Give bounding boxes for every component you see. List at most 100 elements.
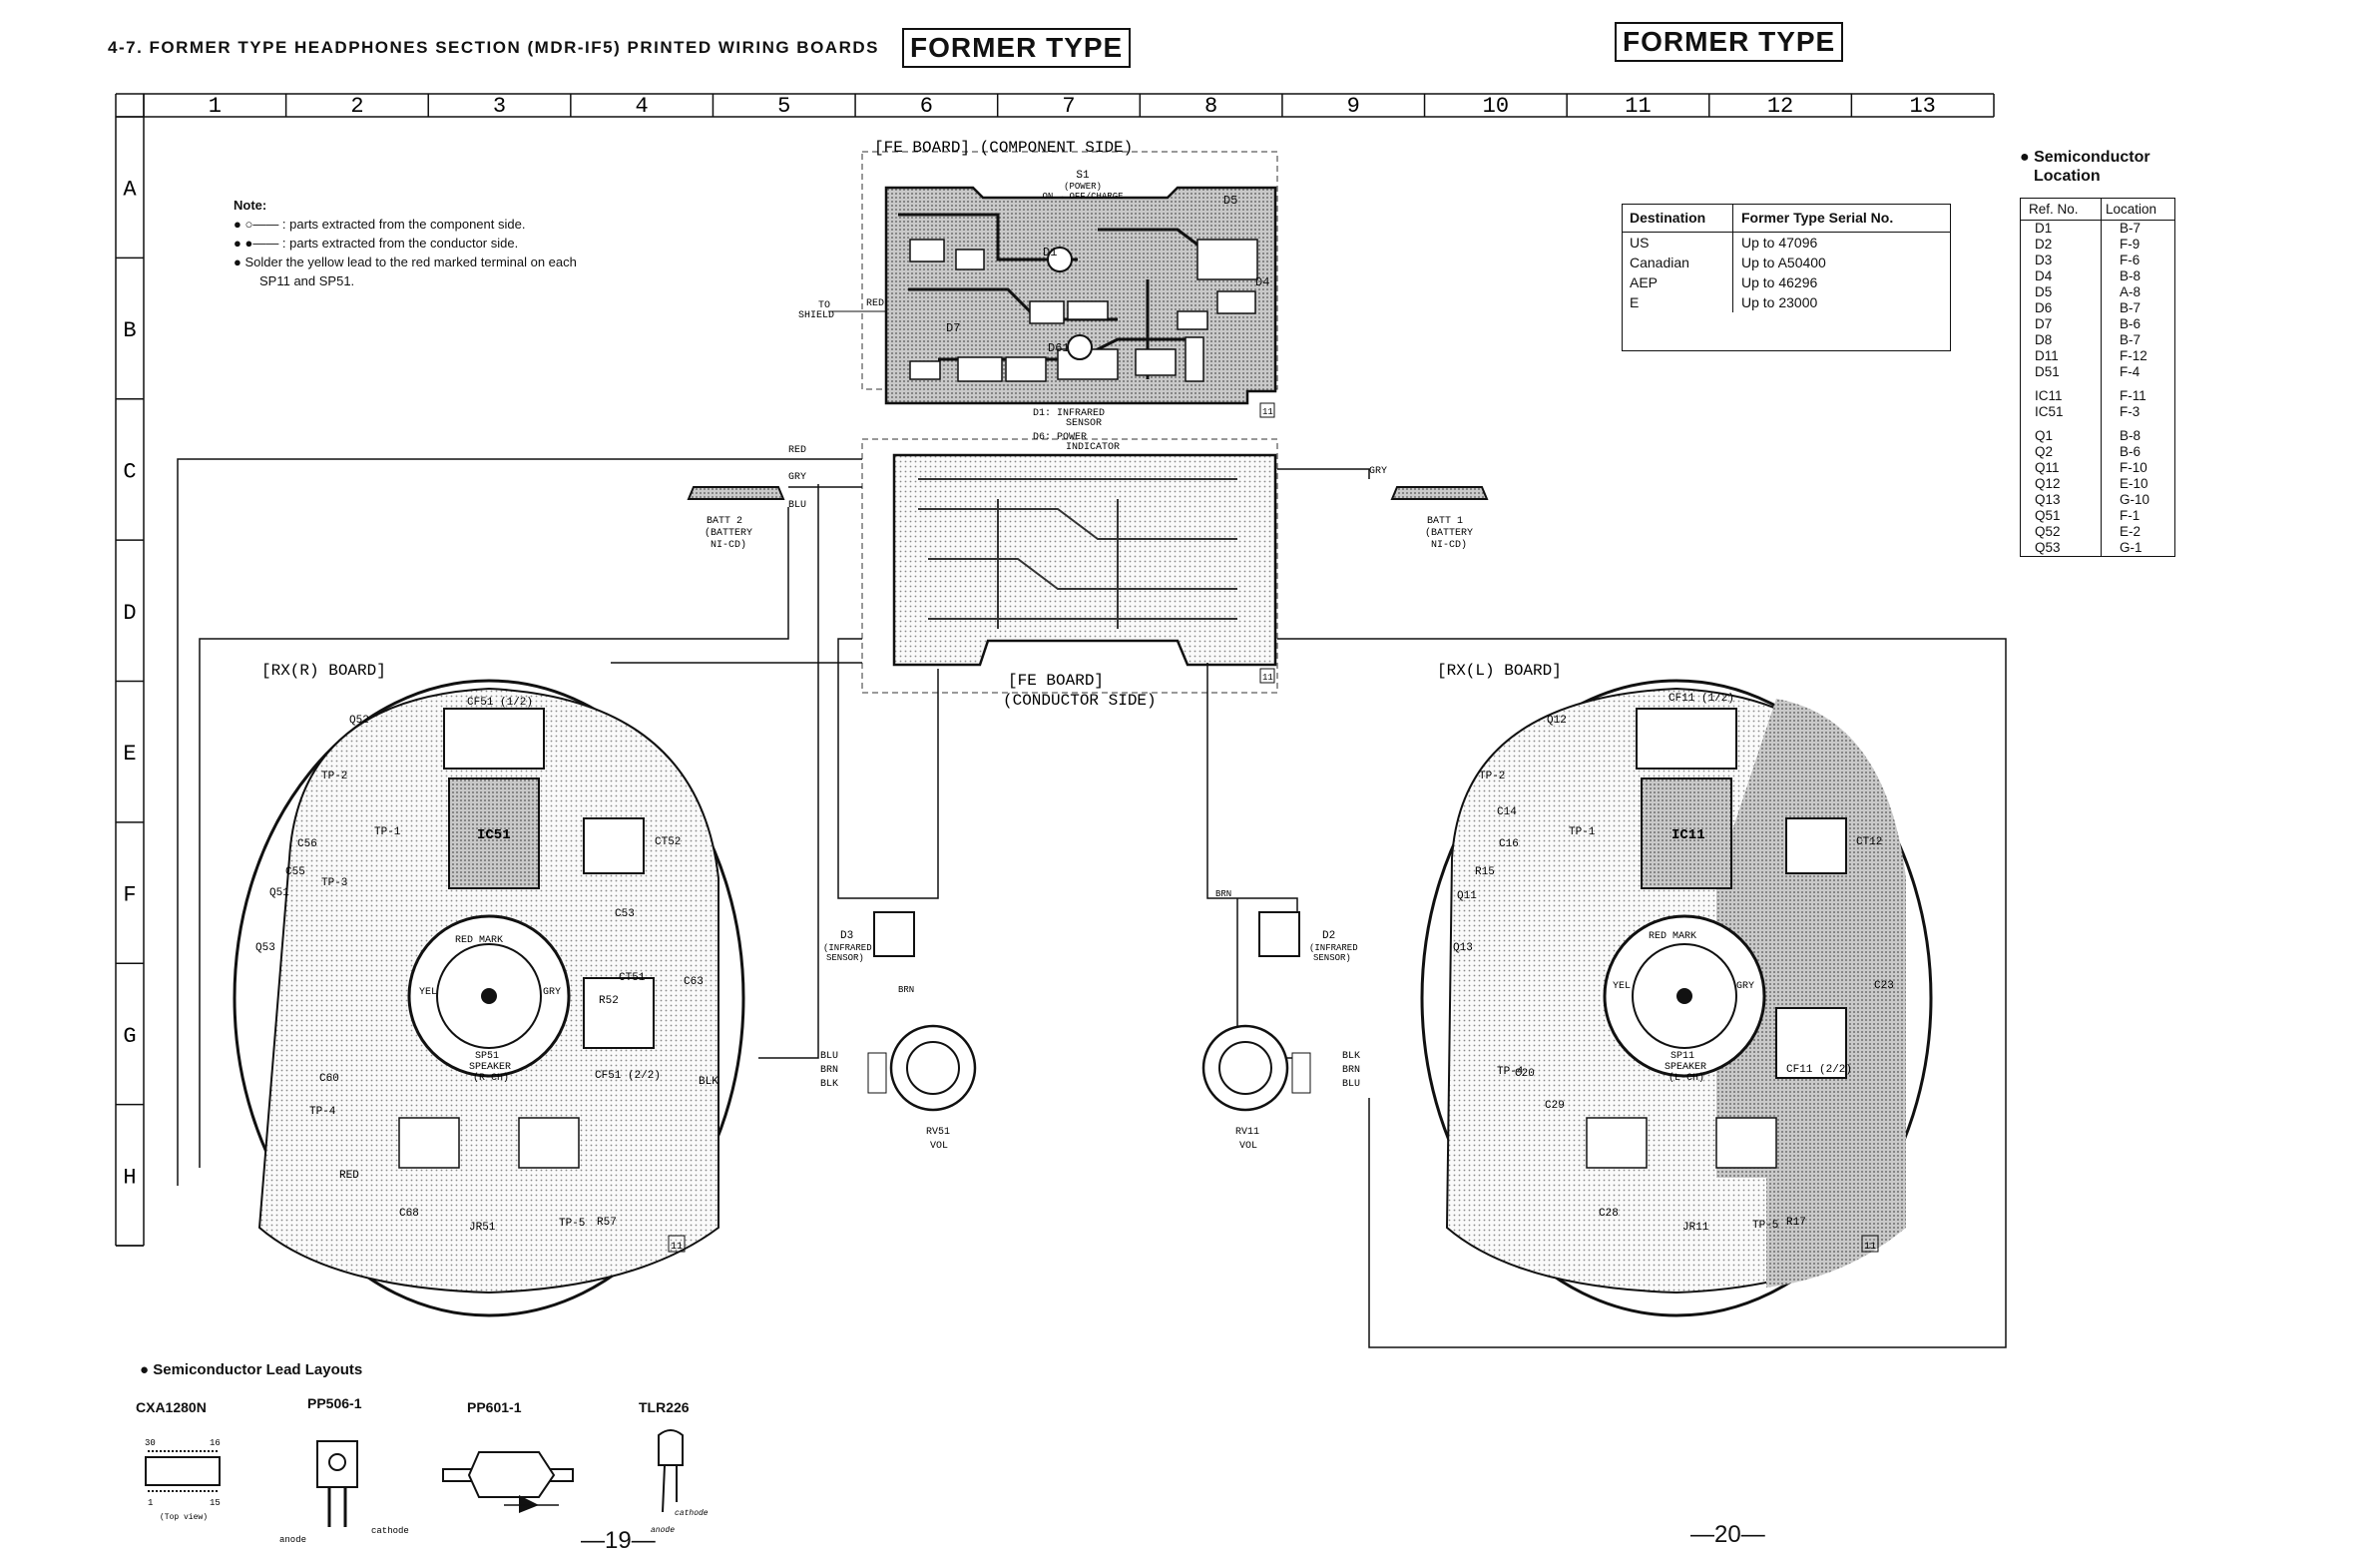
svg-text:CT51: CT51 bbox=[619, 972, 646, 984]
svg-text:TP-3: TP-3 bbox=[321, 877, 347, 889]
svg-text:(Top view): (Top view) bbox=[160, 1513, 208, 1522]
svg-text:YEL: YEL bbox=[1613, 981, 1631, 992]
svg-text:RV51: RV51 bbox=[926, 1127, 950, 1138]
grid-row-label: D bbox=[123, 601, 136, 626]
svg-text:BRN: BRN bbox=[1342, 1065, 1360, 1076]
svg-text:BRN: BRN bbox=[820, 1065, 838, 1076]
note-line-2: ●—— : parts extracted from the conductor… bbox=[244, 236, 519, 251]
svg-text:IC51: IC51 bbox=[477, 827, 511, 843]
label-d4: D4 bbox=[1255, 275, 1269, 289]
svg-text:C63: C63 bbox=[684, 976, 704, 988]
svg-text:15: 15 bbox=[210, 1498, 221, 1508]
svg-text:anode: anode bbox=[279, 1535, 306, 1545]
grid-frame bbox=[115, 93, 1995, 1247]
svg-text:JR11: JR11 bbox=[1682, 1222, 1709, 1234]
svg-text:16: 16 bbox=[210, 1438, 221, 1448]
svg-text:TP-1: TP-1 bbox=[1569, 826, 1596, 838]
rx-r-title: [RX(R) BOARD] bbox=[261, 662, 386, 680]
svg-text:INDICATOR: INDICATOR bbox=[1066, 442, 1120, 453]
svg-text:R15: R15 bbox=[1475, 866, 1495, 878]
grid-col-label: 3 bbox=[493, 94, 506, 119]
page-number-left: —19— bbox=[581, 1527, 656, 1554]
svg-text:1: 1 bbox=[148, 1498, 153, 1508]
svg-text:D2: D2 bbox=[1322, 930, 1335, 942]
former-type-badge-right: FORMER TYPE bbox=[1615, 22, 1844, 62]
label-d5: D5 bbox=[1223, 194, 1237, 208]
svg-text:C28: C28 bbox=[1599, 1208, 1619, 1220]
grid-col-label: 10 bbox=[1483, 94, 1509, 119]
label-d61: D61 bbox=[1048, 341, 1070, 355]
svg-text:C68: C68 bbox=[399, 1208, 419, 1220]
d6-note: D6: POWER bbox=[1033, 432, 1087, 443]
pp506-1-drawing: anode cathode bbox=[279, 1440, 409, 1545]
svg-text:11: 11 bbox=[1262, 673, 1273, 683]
svg-text:(L-CH): (L-CH) bbox=[1668, 1072, 1704, 1084]
grid-row-label: A bbox=[123, 178, 137, 203]
svg-text:TP-1: TP-1 bbox=[374, 826, 401, 838]
grid-col-label: 6 bbox=[920, 94, 933, 119]
grid-row-label: G bbox=[123, 1024, 136, 1049]
section-title: 4-7. FORMER TYPE HEADPHONES SECTION (MDR… bbox=[108, 38, 879, 57]
svg-text:D3: D3 bbox=[840, 930, 853, 942]
svg-text:GRY: GRY bbox=[788, 472, 806, 483]
svg-text:R52: R52 bbox=[599, 995, 619, 1007]
svg-text:R57: R57 bbox=[597, 1217, 617, 1229]
svg-text:SPEAKER: SPEAKER bbox=[469, 1062, 511, 1073]
svg-text:Q12: Q12 bbox=[1547, 715, 1567, 727]
col-ref: Ref. No. bbox=[2020, 198, 2102, 221]
svg-text:SENSOR: SENSOR bbox=[1066, 418, 1102, 429]
grid-col-label: 2 bbox=[350, 94, 363, 119]
svg-text:C56: C56 bbox=[297, 838, 317, 850]
grid-row-label: C bbox=[123, 459, 136, 484]
svg-text:CF11 (2/2): CF11 (2/2) bbox=[1786, 1064, 1852, 1076]
svg-text:TP-5: TP-5 bbox=[1752, 1220, 1778, 1232]
col-location: Location bbox=[2101, 198, 2175, 221]
note-line-1: ○—— : parts extracted from the component… bbox=[244, 217, 526, 232]
switch-label: S1 bbox=[1076, 170, 1090, 182]
grid-col-label: 5 bbox=[777, 94, 790, 119]
svg-text:SHIELD: SHIELD bbox=[798, 310, 834, 321]
svg-text:cathode: cathode bbox=[675, 1509, 709, 1518]
svg-text:CF51 (1/2): CF51 (1/2) bbox=[467, 697, 533, 709]
svg-text:11: 11 bbox=[1864, 1242, 1876, 1253]
svg-text:VOL: VOL bbox=[930, 1141, 948, 1152]
svg-text:RED: RED bbox=[788, 445, 806, 456]
col-destination: Destination bbox=[1622, 204, 1733, 233]
rv11-volume: BLK BRN BLU RV11 VOL bbox=[1201, 1024, 1360, 1152]
svg-text:RED: RED bbox=[339, 1170, 359, 1182]
d3-infrared-sensor: D3 (INFRARED SENSOR) BRN bbox=[823, 911, 915, 995]
svg-text:Q13: Q13 bbox=[1453, 942, 1473, 954]
svg-text:TP-4: TP-4 bbox=[1497, 1066, 1524, 1078]
svg-text:BLU: BLU bbox=[1342, 1079, 1360, 1090]
svg-text:BLK: BLK bbox=[699, 1076, 718, 1088]
svg-text:R17: R17 bbox=[1786, 1217, 1806, 1229]
page-number-right: —20— bbox=[1690, 1521, 1765, 1548]
grid-row-label: H bbox=[123, 1165, 136, 1190]
rx-l-title: [RX(L) BOARD] bbox=[1437, 662, 1562, 680]
semiconductor-location-title: ● Semiconductor Location bbox=[2020, 149, 2150, 185]
svg-text:C16: C16 bbox=[1499, 838, 1519, 850]
svg-text:SENSOR): SENSOR) bbox=[826, 953, 864, 963]
d2-infrared-sensor: D2 (INFRARED SENSOR) BRN bbox=[1215, 889, 1358, 963]
rv51-volume: BLU BRN BLK RV51 VOL bbox=[820, 1024, 977, 1152]
lead-layout-drawings: 30 16 1 15 (Top view) anode cathode anod… bbox=[145, 1429, 709, 1545]
note-heading: Note: bbox=[234, 198, 267, 213]
part-tlr226: TLR226 bbox=[639, 1399, 690, 1415]
fe-board-conductor-side: [FE BOARD] (CONDUCTOR SIDE) 11 bbox=[861, 438, 1278, 710]
battery-2: BATT 2 (BATTERY NI-CD) RED GRY BLU bbox=[687, 445, 806, 551]
grid-col-label: 9 bbox=[1347, 94, 1360, 119]
svg-text:BRN: BRN bbox=[898, 985, 914, 995]
part-pp601-1: PP601-1 bbox=[467, 1399, 522, 1415]
